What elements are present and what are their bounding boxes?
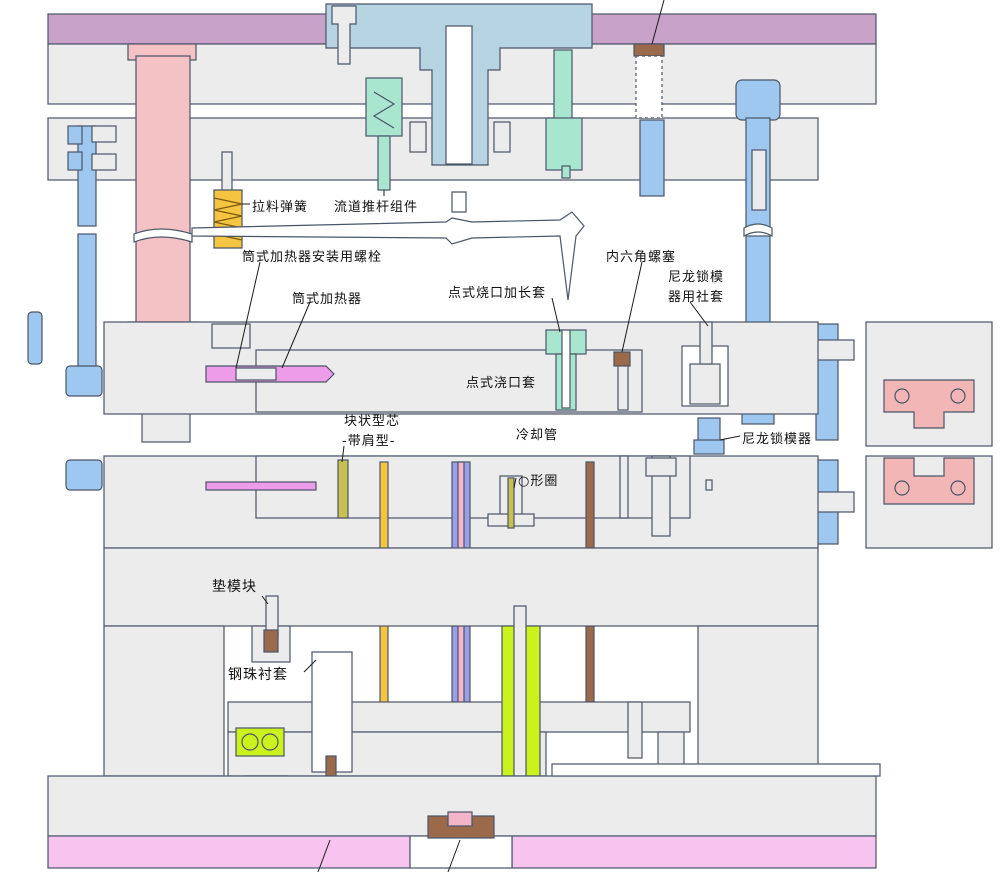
green-sprue-puller-tip bbox=[561, 165, 571, 179]
spacer-block-right bbox=[697, 625, 819, 777]
leader-bottom-2 bbox=[447, 839, 461, 873]
pad-block-insert bbox=[263, 629, 279, 653]
label-nylon-bush-1: 尼龙锁模 bbox=[668, 270, 725, 285]
leader-ball-bush bbox=[303, 659, 317, 673]
runner-ejector-spring bbox=[372, 91, 396, 129]
nylon-lock-base bbox=[693, 439, 725, 455]
left-blue-cap-1 bbox=[67, 125, 83, 145]
leader-o-ring bbox=[513, 477, 517, 489]
green-sprue-puller bbox=[553, 49, 573, 123]
support-plate bbox=[103, 547, 819, 627]
left-blue-pad bbox=[65, 459, 103, 491]
lime-hole-1 bbox=[241, 733, 259, 751]
label-hex-plug: 内六角螺塞 bbox=[606, 250, 677, 265]
leader-point-gate bbox=[551, 297, 561, 333]
lock-bolt-bottom-1 bbox=[894, 480, 910, 496]
leader-bottom-1 bbox=[317, 839, 331, 873]
runner-ejector-shaft bbox=[377, 135, 391, 191]
green-sprue-puller-base bbox=[545, 117, 583, 171]
label-point-gate-sleeve: 点式浇口套 bbox=[466, 376, 537, 391]
runner-ejector-housing bbox=[365, 77, 403, 137]
ejector-retainer-plate bbox=[227, 701, 691, 733]
label-cooling-tube: 冷却管 bbox=[516, 428, 559, 443]
nylon-lock-bolt bbox=[699, 321, 713, 365]
cavity-insert-left bbox=[211, 323, 251, 349]
sprue-gate-tip bbox=[451, 191, 467, 213]
left-blue-rod-upper bbox=[77, 125, 97, 227]
guide-pin-base bbox=[141, 411, 191, 443]
guide-pillar bbox=[135, 55, 191, 357]
o-ring-inner bbox=[507, 477, 515, 529]
dowel-pin bbox=[635, 55, 663, 119]
sprue-puller-center bbox=[447, 811, 473, 827]
left-bolt-1 bbox=[91, 125, 117, 143]
left-edge-tab bbox=[27, 311, 43, 365]
bottom-clamp-right bbox=[511, 835, 877, 869]
hex-plug-shaft bbox=[617, 365, 629, 411]
lock-bolt-top-1 bbox=[894, 388, 910, 404]
lime-sleeve-pin bbox=[513, 605, 527, 777]
lock-bolt-top-2 bbox=[950, 388, 966, 404]
label-pad-block: 垫模块 bbox=[212, 579, 257, 595]
runner-shape bbox=[191, 211, 585, 301]
tiny-indicator bbox=[705, 479, 713, 491]
guide-pillar-break bbox=[133, 228, 193, 243]
leader-nylon-bush bbox=[689, 301, 709, 327]
leader-nylon-lock bbox=[719, 435, 741, 441]
left-blue-cap-2 bbox=[67, 151, 83, 171]
top-clamp-plate-right bbox=[587, 13, 877, 45]
left-blue-rod-lower bbox=[77, 233, 97, 381]
leader-pad-block bbox=[261, 595, 269, 605]
small-pin-right bbox=[619, 455, 629, 519]
dowel-plug-top bbox=[633, 43, 665, 57]
core-heater bbox=[205, 481, 317, 491]
ball-bush bbox=[311, 651, 353, 773]
label-o-ring: ○形圈 bbox=[518, 474, 559, 489]
label-block-core-2: -带肩型- bbox=[342, 434, 396, 449]
left-bolt-2 bbox=[91, 153, 117, 171]
label-block-core-1: 块状型芯 bbox=[344, 414, 401, 429]
spacer-block-left bbox=[103, 625, 225, 777]
core-plate-pocket bbox=[255, 455, 691, 519]
point-gate-channel bbox=[561, 329, 571, 409]
nylon-lock-inner bbox=[689, 363, 721, 405]
label-nylon-bush-2: 器用社套 bbox=[668, 290, 725, 305]
label-pull-spring: 拉料弹簧 bbox=[252, 200, 309, 215]
pull-spring-bolt bbox=[221, 151, 233, 193]
right-blue-bush-upper bbox=[639, 119, 665, 197]
leader-heater-bolt bbox=[235, 261, 261, 369]
lime-hole-2 bbox=[261, 733, 279, 751]
label-heater-bolt: 筒式加热器安装用螺栓 bbox=[242, 250, 383, 265]
stop-pin-right bbox=[551, 763, 881, 777]
leader-heater bbox=[281, 301, 311, 369]
sprue-channel bbox=[445, 25, 473, 165]
label-point-gate-ext: 点式烧口加长套 bbox=[448, 286, 547, 301]
hex-plug bbox=[613, 351, 631, 367]
left-blue-foot bbox=[65, 365, 103, 397]
label-heater: 筒式加热器 bbox=[292, 292, 363, 307]
locating-screw-top bbox=[331, 5, 357, 65]
return-pin-head bbox=[645, 457, 677, 477]
right-ejector-bolt bbox=[627, 701, 643, 759]
small-screw-1 bbox=[409, 121, 427, 153]
block-core bbox=[337, 459, 349, 519]
right-pin-break bbox=[743, 223, 773, 238]
label-runner-ejector: 流道推杆组件 bbox=[334, 200, 419, 215]
leader-top-right bbox=[651, 0, 665, 45]
top-clamp-plate-left bbox=[47, 13, 339, 45]
label-ball-bush: 钢珠衬套 bbox=[228, 667, 288, 683]
knockout-hole bbox=[409, 835, 513, 869]
bottom-clamp-left bbox=[47, 835, 411, 869]
heater-bolt bbox=[235, 367, 277, 381]
lock-bolt-bottom-2 bbox=[950, 480, 966, 496]
leader-hex-plug bbox=[621, 261, 643, 353]
right-blue-pin-head bbox=[735, 79, 781, 121]
small-screw-2 bbox=[493, 121, 511, 153]
leader-block-core bbox=[341, 445, 345, 463]
screw-top-right bbox=[751, 149, 767, 211]
label-nylon-lock: 尼龙锁模器 bbox=[742, 432, 813, 447]
